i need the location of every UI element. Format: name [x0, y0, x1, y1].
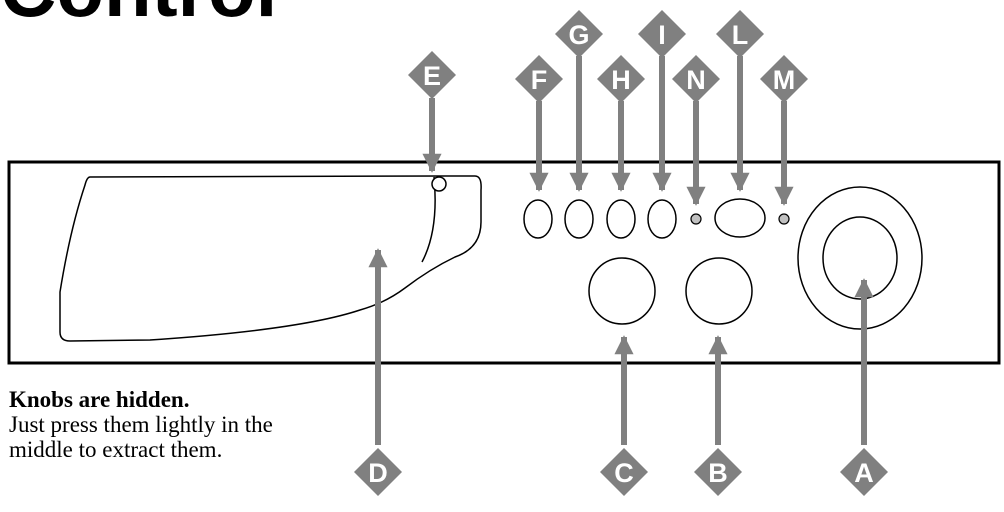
- marker-d-label: D: [368, 458, 388, 488]
- knob-c[interactable]: [588, 257, 656, 325]
- option-button-h[interactable]: [606, 199, 636, 239]
- marker-l: L: [716, 10, 764, 58]
- marker-a-label: A: [854, 458, 874, 488]
- knob-b[interactable]: [685, 257, 753, 325]
- marker-m-label: M: [773, 65, 796, 95]
- start-button-l[interactable]: [714, 198, 766, 238]
- programme-dial-a[interactable]: [822, 216, 898, 300]
- marker-f: F: [515, 55, 563, 103]
- note-line-2: middle to extract them.: [9, 437, 223, 462]
- marker-f-label: F: [531, 65, 548, 95]
- drawer-release-button[interactable]: [431, 176, 447, 192]
- note-line-1: Just press them lightly in the: [9, 412, 273, 437]
- marker-h: H: [597, 55, 645, 103]
- option-button-f[interactable]: [523, 199, 553, 239]
- marker-i: I: [638, 10, 686, 58]
- detergent-drawer[interactable]: [59, 175, 482, 342]
- marker-n: N: [672, 55, 720, 103]
- drawer-handle-recess: [421, 176, 436, 263]
- marker-a: A: [840, 448, 888, 496]
- marker-h-label: H: [611, 65, 631, 95]
- option-button-i[interactable]: [647, 199, 677, 239]
- knobs-note: Knobs are hidden. Just press them lightl…: [9, 387, 273, 462]
- control-panel-outline: [7, 160, 1001, 365]
- marker-g-label: G: [568, 20, 589, 50]
- note-heading: Knobs are hidden.: [9, 387, 190, 412]
- callout-arrows: [368, 56, 874, 445]
- option-button-g[interactable]: [564, 199, 594, 239]
- indicator-light-n: [690, 213, 702, 225]
- marker-d: D: [354, 448, 402, 496]
- indicator-light-m: [778, 213, 790, 225]
- marker-e-label: E: [423, 61, 441, 91]
- marker-g: G: [555, 10, 603, 58]
- marker-l-label: L: [732, 20, 749, 50]
- marker-c-label: C: [614, 458, 634, 488]
- marker-b-label: B: [708, 458, 728, 488]
- marker-i-label: I: [658, 20, 666, 50]
- marker-m: M: [760, 55, 808, 103]
- page-title: Control: [0, 0, 277, 33]
- marker-c: C: [600, 448, 648, 496]
- marker-n-label: N: [686, 65, 706, 95]
- marker-e: E: [408, 51, 456, 99]
- marker-b: B: [694, 448, 742, 496]
